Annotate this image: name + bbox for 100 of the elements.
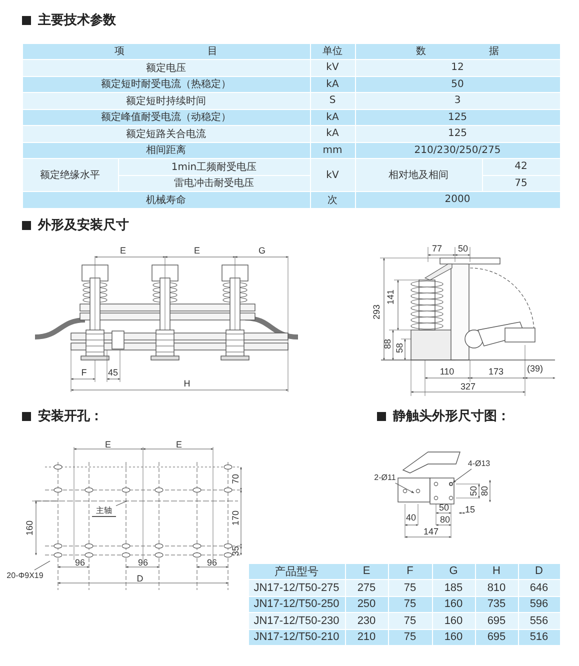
table-cell: 160 [432, 596, 474, 612]
table-cell: 1min工频耐受电压 [118, 159, 310, 174]
dimension-label: 96 [138, 558, 148, 568]
table-cell: 125 [356, 126, 560, 142]
dimension-label: 327 [460, 382, 476, 392]
header-cell: F [388, 564, 432, 579]
dimension-label: (39) [527, 364, 543, 374]
table-cell: 646 [518, 580, 560, 596]
dimension-label: 77 [432, 244, 442, 254]
section-heading: 主要技术参数 [38, 14, 116, 27]
leader-line [452, 468, 472, 483]
table-cell: 250 [346, 596, 388, 612]
header-cell: G [432, 564, 474, 579]
dimension-label: 50 [439, 504, 449, 512]
table-cell: 额定绝缘水平 [22, 159, 118, 191]
table-cell: 额定短路关合电流 [22, 126, 310, 142]
dimension-label: 70 [232, 474, 240, 484]
table-cell: JN17-12/T50-250 [248, 596, 344, 612]
table-cell: 相对地及相间 [356, 159, 482, 191]
table-cell: 810 [476, 580, 518, 596]
table-cell: 695 [476, 630, 518, 645]
table-cell: 735 [476, 596, 518, 612]
table-cell: S [310, 93, 354, 108]
table-cell: 75 [388, 630, 432, 645]
leader-line [395, 482, 414, 494]
dimension-label: H [184, 380, 190, 388]
dimension-label: 80 [480, 486, 490, 496]
table-cell: kV [310, 159, 354, 191]
table-cell: 125 [356, 110, 560, 125]
table-cell: 160 [432, 613, 474, 628]
dimension-label: 170 [232, 510, 240, 526]
table-cell: 230 [346, 613, 388, 628]
section-heading: 安装开孔： [38, 410, 103, 423]
table-cell: 596 [518, 596, 560, 612]
header-cell: H [476, 564, 518, 579]
header-cell: E [346, 564, 388, 579]
dimension-label: 35 [232, 546, 240, 556]
table-cell: 75 [482, 176, 560, 191]
table-cell: kA [310, 126, 354, 142]
leader-line [34, 560, 50, 570]
table-cell: JN17-12/T50-275 [248, 580, 344, 596]
table-cell: 556 [518, 613, 560, 628]
table-cell: 3 [356, 93, 560, 108]
dimension-label: D [136, 574, 144, 584]
header-cell: 产品型号 [248, 564, 344, 579]
table-cell: 75 [388, 613, 432, 628]
header-cell: 单位 [310, 44, 354, 59]
dimension-label: 293 [372, 304, 382, 320]
dimension-label: 141 [386, 289, 396, 305]
table-cell: 160 [432, 630, 474, 645]
dimension-label: G [258, 246, 266, 256]
callout-label: 主轴 [92, 505, 116, 517]
dimension-label: 147 [423, 528, 439, 536]
table-cell: kV [310, 60, 354, 76]
table-cell: kA [310, 76, 354, 92]
table-cell: 75 [388, 596, 432, 612]
dimension-label: 88 [384, 339, 392, 349]
table-cell: 185 [432, 580, 474, 596]
table-cell: JN17-12/T50-210 [248, 630, 344, 645]
dimension-label: E [120, 246, 126, 256]
leader-line [116, 500, 128, 506]
dimension-label: 110 [440, 368, 454, 376]
dimension-label: F [81, 368, 87, 378]
dimension-label: E [194, 246, 200, 256]
dimension-label: 96 [75, 558, 85, 568]
dimension-label: 80 [440, 516, 450, 524]
table-cell: 42 [482, 159, 560, 174]
dimension-label: 160 [26, 520, 34, 536]
dimension-label: 15 [465, 506, 475, 514]
dimension-label: 58 [396, 343, 404, 353]
table-cell: JN17-12/T50-230 [248, 613, 344, 628]
table-cell: kA [310, 110, 354, 125]
callout-label: 2-Ø11 [370, 472, 400, 483]
section-heading: 静触头外形尺寸图： [393, 410, 510, 423]
section-heading: 外形及安装尺寸 [38, 219, 129, 232]
table-cell: 275 [346, 580, 388, 596]
table-cell: mm [310, 142, 354, 158]
dimension-label: 45 [108, 368, 118, 378]
header-cell: D [518, 564, 560, 579]
header-cell: 项 目 [22, 44, 310, 59]
callout-label: 4-Ø13 [463, 458, 495, 469]
table-cell: 相间距离 [22, 142, 310, 158]
header-cell: 数 据 [356, 44, 560, 59]
dimension-label: 50 [470, 486, 478, 496]
dimension-label: 96 [207, 558, 217, 568]
table-cell: 210/230/250/275 [356, 142, 560, 158]
table-cell: 额定峰值耐受电流（动稳定） [22, 110, 310, 125]
table-cell: 75 [388, 580, 432, 596]
table-cell: 额定电压 [22, 60, 310, 76]
table-cell: 雷电冲击耐受电压 [118, 176, 310, 191]
mounting-hole [449, 482, 453, 486]
dimension-label: 173 [488, 368, 504, 376]
table-cell: 12 [356, 60, 560, 76]
table-cell: 695 [476, 613, 518, 628]
callout-label: 20-Φ9X19 [2, 570, 48, 581]
dimension-label: E [105, 440, 111, 450]
table-cell: 210 [346, 630, 388, 645]
dimension-label: E [176, 440, 182, 450]
table-cell: 516 [518, 630, 560, 645]
table-cell: 机械寿命 [22, 192, 310, 208]
